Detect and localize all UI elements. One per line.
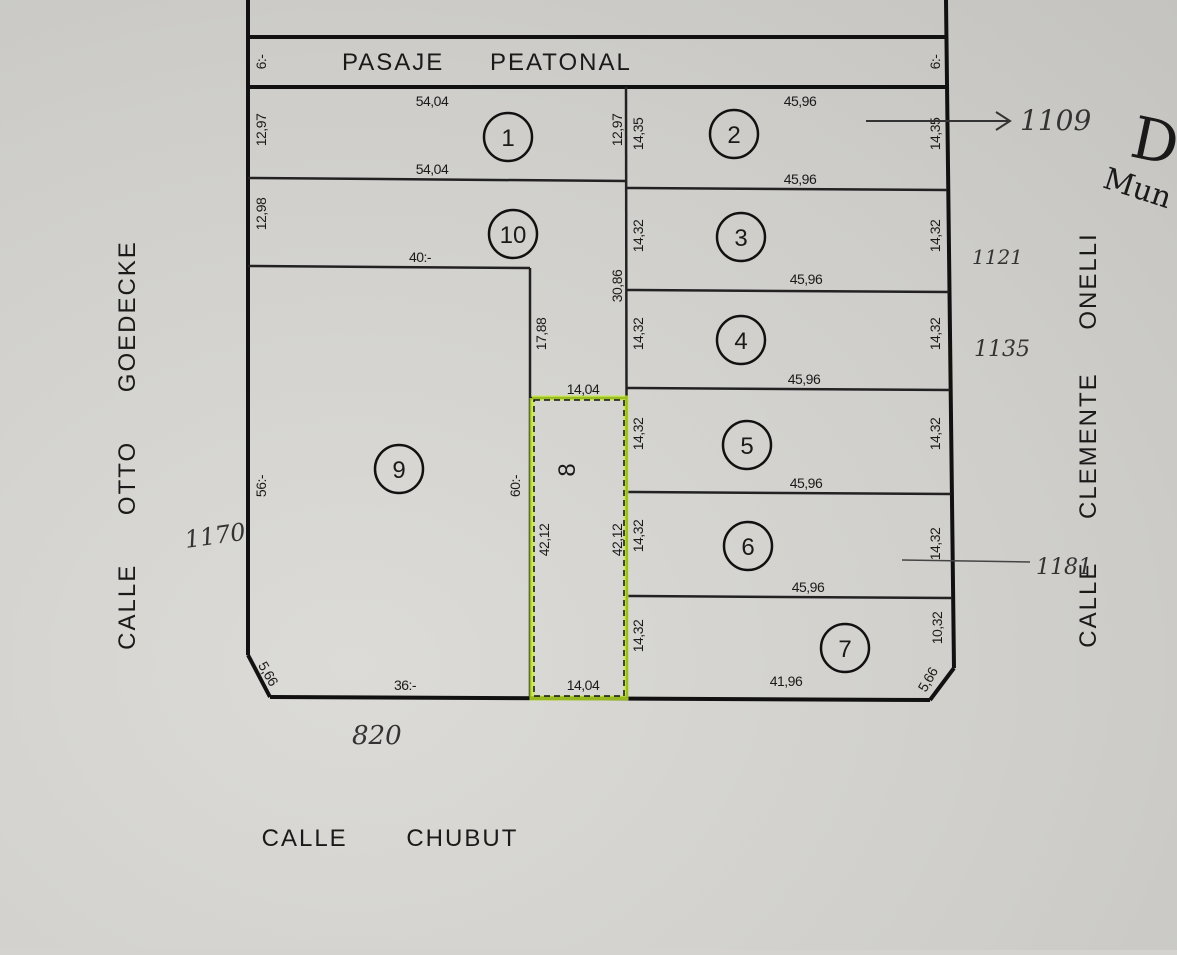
block-right-edge xyxy=(944,0,956,669)
hand-1135: 1135 xyxy=(974,337,1030,362)
lot-line-1-10 xyxy=(247,176,628,183)
lot-4-bottom: 45,96 xyxy=(788,371,821,387)
lot-6-number: 6 xyxy=(741,534,754,561)
lot-line-6-7 xyxy=(626,594,953,600)
lot-5-circle xyxy=(721,419,773,471)
lot-1-front: 54,04 xyxy=(416,93,449,109)
lot-2-top: 45,96 xyxy=(784,93,817,109)
lot-1-right: 12,97 xyxy=(609,113,625,146)
lot-5-bottom: 45,96 xyxy=(790,475,823,491)
hand-1121: 1121 xyxy=(972,245,1023,269)
pasaje-width-left: 6:- xyxy=(253,54,269,70)
lot-3-left: 14,32 xyxy=(630,219,646,252)
lot-10-number: 10 xyxy=(500,222,527,249)
hand-1170: 1170 xyxy=(183,518,247,554)
lot-5-number: 5 xyxy=(740,433,753,460)
street-right: CALLE CLEMENTE ONELLI xyxy=(1075,232,1102,647)
lot-5-right: 14,32 xyxy=(927,417,943,450)
block-chamfer-left xyxy=(246,654,272,698)
pasaje-label-b: PEATONAL xyxy=(490,49,632,76)
lot-7-bottom: 41,96 xyxy=(770,673,803,689)
lot-8-inner-border xyxy=(533,399,625,697)
lot-4-right: 14,32 xyxy=(927,317,943,350)
lot-6-circle xyxy=(722,520,774,572)
lot-9-right: 60:- xyxy=(507,474,523,497)
lot-8-left: 42,12 xyxy=(536,523,552,556)
lot-line-10-9 xyxy=(247,264,531,270)
lot-line-4-5 xyxy=(626,386,951,392)
lot-3-right: 14,32 xyxy=(927,219,943,252)
hand-1109: 1109 xyxy=(1020,104,1091,137)
arrow-1109-head xyxy=(995,111,1012,131)
stamp-letter: D xyxy=(1125,103,1177,179)
lot-8-right: 42,12 xyxy=(609,523,625,556)
lot-1-circle xyxy=(482,111,534,163)
lot-3-circle xyxy=(715,211,767,263)
lot-7-right: 10,32 xyxy=(929,611,945,644)
street-bottom: CALLE CHUBUT xyxy=(262,825,519,852)
lot-8-bottom: 14,04 xyxy=(567,677,600,693)
lot-10-right-b: 30,86 xyxy=(609,269,625,302)
lot-9-circle xyxy=(373,443,425,495)
lot-1-back: 54,04 xyxy=(416,161,449,177)
lot-line-3-4 xyxy=(626,288,950,294)
lot-7-number: 7 xyxy=(838,636,851,663)
lot-1-left: 12,97 xyxy=(253,113,269,146)
street-left: CALLE OTTO GOEDECKE xyxy=(114,240,141,650)
lot-10-circle xyxy=(487,208,539,260)
lot-6-right: 14,32 xyxy=(927,527,943,560)
lot-9-bottom: 36:- xyxy=(394,677,417,693)
lot-10-right-a: 17,88 xyxy=(533,317,549,350)
lot-2-bottom: 45,96 xyxy=(784,171,817,187)
lot-4-left: 14,32 xyxy=(630,317,646,350)
lot-3-number: 3 xyxy=(734,225,747,252)
lot-9-left: 56:- xyxy=(253,474,269,497)
lot-6-bottom: 45,96 xyxy=(792,579,825,595)
hand-1181: 1181 xyxy=(1036,555,1092,580)
hand-820: 820 xyxy=(352,721,402,751)
lot-1-number: 1 xyxy=(501,125,514,152)
block-chamfer-right xyxy=(928,666,956,702)
lot-4-circle xyxy=(715,314,767,366)
lot-4-number: 4 xyxy=(734,328,747,355)
lot-8-highlight xyxy=(529,395,629,701)
pasaje-width-right: 6:- xyxy=(927,54,943,70)
lot-line-2-3 xyxy=(626,186,948,192)
lot-7-circle xyxy=(819,622,871,674)
lot-2-circle xyxy=(708,108,760,160)
lot-2-right: 14,35 xyxy=(927,117,943,150)
lot-8-number: 8 xyxy=(554,463,581,476)
lot-2-left: 14,35 xyxy=(630,117,646,150)
lot-10-left: 12,98 xyxy=(253,197,269,230)
lot-2-number: 2 xyxy=(727,122,740,149)
lot-6-left: 14,32 xyxy=(630,519,646,552)
lot-5-left: 14,32 xyxy=(630,417,646,450)
lot-3-bottom: 45,96 xyxy=(790,271,823,287)
lot-line-5-6 xyxy=(626,490,952,496)
hand-1181-line xyxy=(901,559,1031,563)
lot-7-left: 14,32 xyxy=(630,619,646,652)
lot-8-top: 14,04 xyxy=(567,381,600,397)
lot-9-number: 9 xyxy=(392,457,405,484)
lot-10-bottom: 40:- xyxy=(409,249,432,265)
